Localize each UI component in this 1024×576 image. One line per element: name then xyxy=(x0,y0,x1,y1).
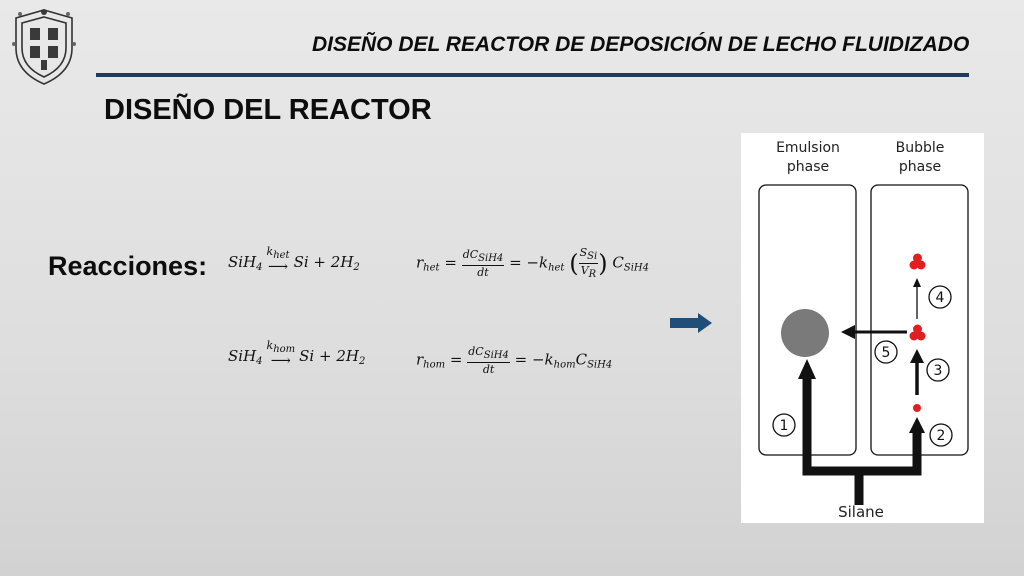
step-marker-1: 1 xyxy=(772,413,796,437)
bubble-phase-label-1: Bubble xyxy=(896,140,945,156)
hom-rate-equation: rhom = dCSiH4 dt = −khomCSiH4 xyxy=(416,345,613,376)
silane-feed-path xyxy=(802,375,922,505)
reactions-label: Reacciones: xyxy=(48,251,208,281)
step-marker-3: 3 xyxy=(926,358,950,382)
emulsion-particle xyxy=(781,309,829,357)
het-rate-equation: rhet = dCSiH4 dt = −khet ( SSi VR ) CSiH… xyxy=(416,246,650,280)
silane-label: Silane xyxy=(838,503,884,521)
het-reaction-equation: SiH4 khet ⟶ Si + 2H2 xyxy=(228,245,360,275)
particle-cluster-top xyxy=(909,253,926,270)
hom-reaction-equation: SiH4 khom ⟶ Si + 2H2 xyxy=(228,339,366,369)
step-marker-4: 4 xyxy=(928,285,952,309)
particle-cluster-mid xyxy=(909,324,926,341)
het-rate-derivative: dCSiH4 dt xyxy=(461,248,505,279)
header-divider xyxy=(96,73,969,77)
slide-title: DISEÑO DEL REACTOR xyxy=(104,94,432,126)
bubble-phase-label-2: phase xyxy=(899,159,941,175)
svg-text:4: 4 xyxy=(936,290,945,306)
het-rate-area-ratio: SSi VR xyxy=(578,246,599,280)
hom-rate-derivative: dCSiH4 dt xyxy=(467,345,510,376)
emulsion-phase-label-2: phase xyxy=(787,159,829,175)
reactor-phase-diagram: Emulsion phase Bubble phase 1 2 3 4 5 Si… xyxy=(741,133,984,523)
svg-text:5: 5 xyxy=(882,345,891,361)
header-title: DISEÑO DEL REACTOR DE DEPOSICIÓN DE LECH… xyxy=(312,33,970,56)
step-marker-2: 2 xyxy=(929,423,953,447)
university-seal-icon xyxy=(12,9,76,85)
right-arrow-icon xyxy=(670,313,712,333)
step-marker-5: 5 xyxy=(874,340,898,364)
svg-text:2: 2 xyxy=(937,428,946,444)
emulsion-phase-label-1: Emulsion xyxy=(776,140,840,156)
svg-text:3: 3 xyxy=(934,363,943,379)
silane-droplet xyxy=(913,404,921,412)
svg-text:1: 1 xyxy=(780,418,789,434)
